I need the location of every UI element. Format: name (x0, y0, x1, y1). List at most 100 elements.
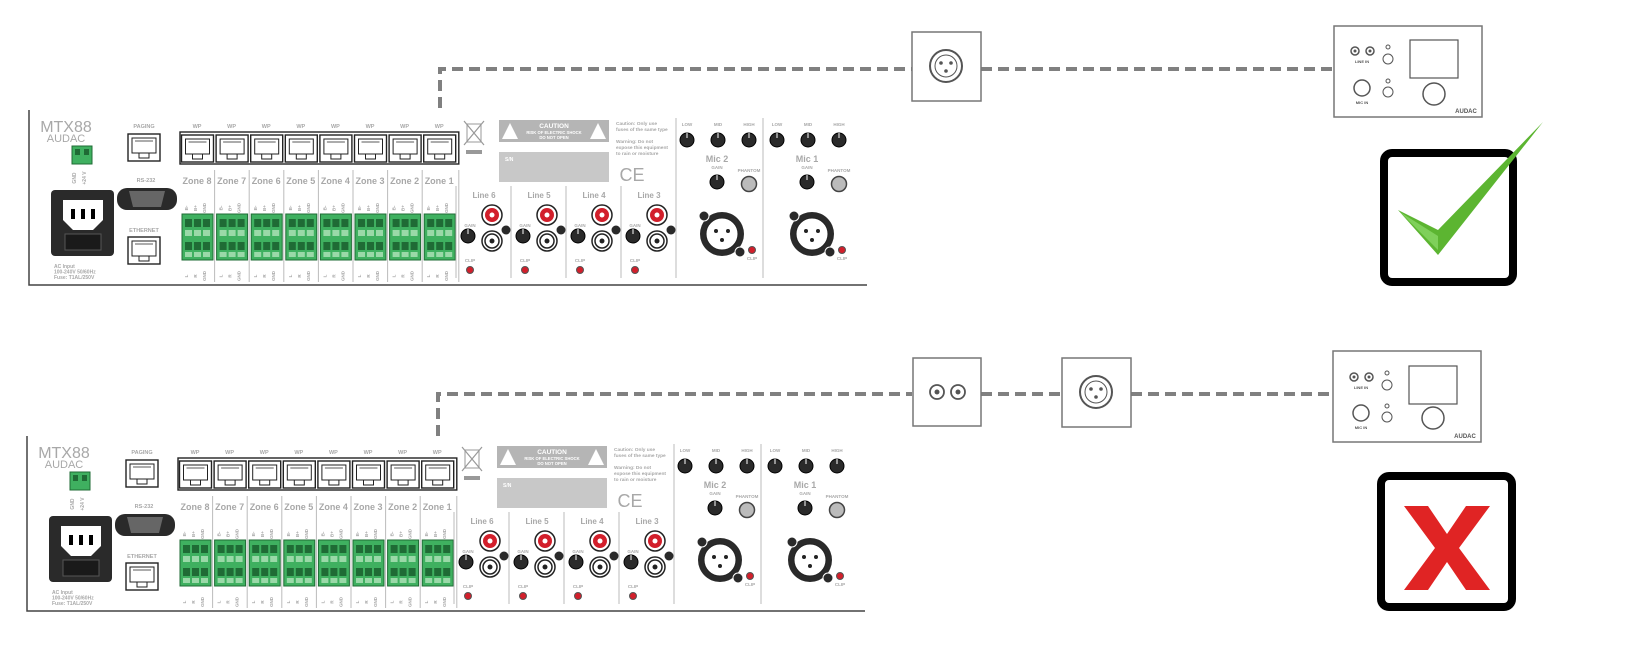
line-input-label: Line 4 (582, 191, 606, 200)
eq-label: MID (804, 122, 813, 127)
zone-pin-bottom: R (260, 600, 265, 604)
clip-label: CLIP (575, 258, 585, 263)
zone-pin-bottom: R (262, 274, 267, 278)
line-input-label: Line 3 (637, 191, 661, 200)
caution-side-text: Caution: Only use (614, 447, 655, 453)
caution-line-1: RISK OF ELECTRIC SHOCK (524, 456, 579, 461)
zone-pin-top: GND (271, 202, 276, 213)
serial-label: S/N (503, 483, 512, 489)
zone-label: Zone 1 (423, 502, 452, 512)
weee-bar (466, 150, 482, 154)
caution-side-text: fuses of the same type (616, 127, 668, 133)
power-terminal-pin (75, 149, 80, 155)
zone-pin-top: GND (373, 528, 378, 539)
zone-pin-top: B+ (364, 531, 369, 537)
wp-label: WP (435, 124, 444, 130)
mic-label: Mic 1 (796, 154, 819, 164)
zone-pin-top: GND (442, 528, 447, 539)
ce-mark: CE (617, 491, 642, 511)
zone-pin-bottom: R (331, 274, 336, 278)
eq-label: HIGH (741, 448, 752, 453)
xlr-wall-plate-2 (1061, 357, 1132, 428)
wp-port (178, 460, 213, 489)
eq-label: MID (714, 122, 723, 127)
eq-label: LOW (772, 122, 783, 127)
zone-pin-bottom: R (329, 600, 334, 604)
wp-label: WP (294, 450, 303, 456)
gain-label: GAIN (627, 549, 638, 554)
rca-red-jack (591, 204, 613, 226)
phantom-label: PHANTOM (738, 168, 761, 173)
screw (556, 225, 566, 235)
wp-label: WP (433, 450, 442, 456)
warning-triangle-icon (588, 449, 604, 465)
zone-pin-top: B+ (435, 205, 440, 211)
zone-pin-bottom: L (219, 274, 224, 277)
ac-input-text: 100-240V 50/60Hz (52, 596, 94, 602)
power-pin-24v: +24 V (80, 497, 86, 511)
gain-label: GAIN (464, 223, 475, 228)
wp-label: WP (260, 450, 269, 456)
zone-pin-bottom: GND (202, 270, 207, 281)
line-gain-knob (458, 554, 474, 570)
zone-pin-top: B- (286, 531, 291, 536)
zone-pin-bottom: GND (304, 596, 309, 607)
screw (609, 551, 619, 561)
wp-port (319, 134, 353, 163)
zone-pin-bottom: L (426, 274, 431, 277)
wall-input-panel: LINE IN MIC IN AUDAC (1333, 25, 1483, 118)
zone-label: Zone 1 (425, 176, 454, 186)
mic-clip-led (838, 246, 846, 254)
clip-label: CLIP (628, 584, 638, 589)
ac-input-text: Fuse: T1AL/250V (54, 275, 95, 281)
model-label: MTX88 (40, 119, 92, 136)
wp-port (247, 460, 282, 489)
paging-port (125, 459, 159, 488)
warning-triangle-icon (502, 123, 518, 139)
wp-label: WP (262, 124, 271, 130)
xlr-input-jack (786, 536, 834, 584)
gain-label: GAIN (629, 223, 640, 228)
zone-pin-top: GND (338, 528, 343, 539)
fuse-holder (62, 559, 100, 577)
line-input-label: Line 5 (527, 191, 551, 200)
xlr-input-jack (788, 210, 836, 258)
ethernet-label: ETHERNET (129, 228, 159, 234)
caution-side-text: to rain or moisture (616, 151, 659, 157)
line-input-label: Line 4 (580, 517, 604, 526)
paging-port (127, 133, 161, 162)
zone-pin-bottom: GND (444, 270, 449, 281)
ac-input-text: 100-240V 50/60Hz (54, 270, 96, 276)
power-pin-gnd: GND (72, 172, 78, 184)
zone-pin-top: GND (202, 202, 207, 213)
clip-label: CLIP (518, 584, 528, 589)
zone-pin-bottom: L (355, 600, 360, 603)
wp-label: WP (191, 450, 200, 456)
clip-led (466, 266, 474, 274)
rca-red-jack (481, 204, 503, 226)
wall-panel-brand: AUDAC (1455, 109, 1477, 115)
xlr-input-jack (698, 210, 746, 258)
mic-gain-knob (799, 174, 815, 190)
zone-terminal-block (319, 213, 352, 261)
eq-label: HIGH (831, 448, 842, 453)
eq-knob (739, 458, 755, 474)
clip-led (631, 266, 639, 274)
wp-port (423, 134, 457, 163)
paging-label: PAGING (131, 450, 152, 456)
rca-white-jack (591, 230, 613, 252)
screw (499, 551, 509, 561)
zone-pin-top: B- (251, 531, 256, 536)
zone-pin-bottom: R (226, 600, 231, 604)
zone-pin-top: B- (322, 205, 327, 210)
zone-pin-top: GND (200, 528, 205, 539)
zone-pin-top: B+ (366, 205, 371, 211)
caution-side-text: Warning: Do not (614, 465, 652, 471)
xlr-wall-plate (911, 31, 982, 102)
zone-pin-bottom: R (399, 600, 404, 604)
zone-label: Zone 6 (250, 502, 279, 512)
zone-pin-top: B- (320, 531, 325, 536)
model-label: MTX88 (38, 445, 90, 462)
eq-knob (741, 132, 757, 148)
zone-pin-bottom: L (286, 600, 291, 603)
